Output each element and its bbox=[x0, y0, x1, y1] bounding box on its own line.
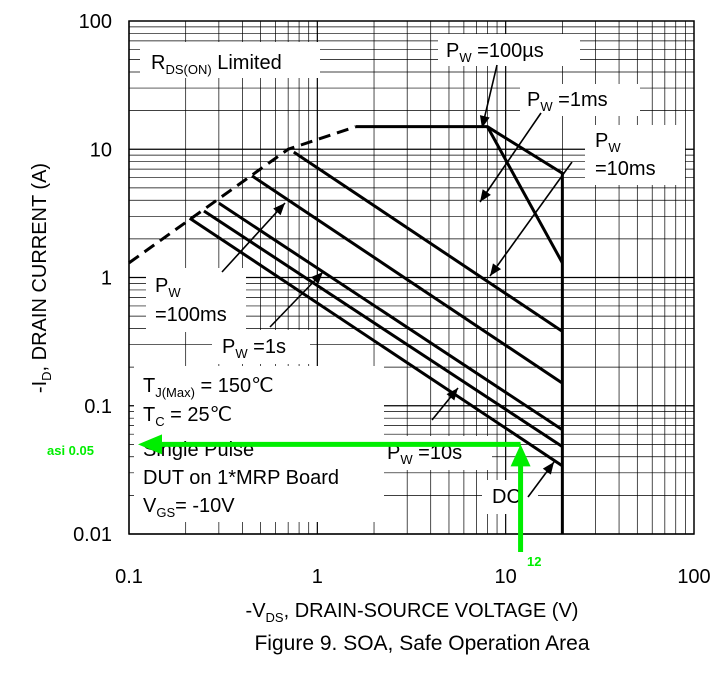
rdson-limited-label: RDS(ON) Limited bbox=[151, 52, 282, 77]
arrow-head bbox=[479, 115, 490, 128]
annotation-background bbox=[585, 125, 685, 185]
arrow-line bbox=[221, 202, 286, 273]
annotation-background bbox=[520, 84, 640, 116]
annotation-background bbox=[140, 42, 320, 78]
arrow-head bbox=[480, 189, 491, 202]
highlight-left-arrow bbox=[138, 434, 162, 455]
annotations: RDS(ON) Limited PW =100µs PW =1ms PW =10… bbox=[151, 40, 656, 508]
y-tick-label: 100 bbox=[79, 11, 112, 33]
green-highlight bbox=[138, 434, 531, 552]
arrow-head bbox=[446, 388, 458, 401]
x-tick-label: 1 bbox=[312, 566, 323, 588]
soa-curve bbox=[218, 201, 564, 431]
pw-100ms-label: PW bbox=[155, 275, 181, 300]
pw-10ms-label: PW bbox=[595, 130, 621, 155]
figure-caption: Figure 9. SOA, Safe Operation Area bbox=[254, 632, 589, 655]
pw-100ms-value: =100ms bbox=[155, 304, 227, 326]
highlight-y-label: asi 0.05 bbox=[47, 443, 94, 458]
arrow-head bbox=[490, 263, 502, 276]
arrow-line bbox=[489, 161, 573, 277]
x-tick-label: 100 bbox=[677, 566, 710, 588]
soa-curve bbox=[203, 209, 564, 448]
rdson-limit-curve bbox=[128, 125, 357, 265]
soa-curve bbox=[251, 174, 564, 385]
highlight-x-label: 12 bbox=[527, 554, 541, 569]
y-tick-label: 0.1 bbox=[84, 396, 112, 418]
soa-curve bbox=[292, 150, 564, 333]
y-tick-label: 0.01 bbox=[73, 524, 112, 546]
arrow-head bbox=[273, 203, 285, 216]
dc-label: DC bbox=[492, 486, 521, 508]
x-tick-label: 10 bbox=[495, 566, 517, 588]
arrow-head bbox=[542, 462, 554, 475]
pw-1s-label: PW =1s bbox=[222, 336, 286, 361]
soa-curve bbox=[355, 125, 564, 534]
soa-curve bbox=[188, 216, 564, 468]
y-axis-label: -ID, DRAIN CURRENT (A) bbox=[29, 163, 54, 393]
soa-curve bbox=[486, 125, 564, 264]
pw-10s-label: PW =10s bbox=[387, 442, 462, 467]
arrow-line bbox=[269, 271, 324, 328]
y-tick-label: 10 bbox=[90, 139, 112, 161]
soa-curves bbox=[188, 125, 564, 534]
x-tick-label: 0.1 bbox=[115, 566, 143, 588]
arrow-line bbox=[479, 112, 542, 203]
annotation-background bbox=[438, 34, 580, 66]
annotation-background bbox=[212, 330, 310, 364]
annotation-background bbox=[146, 268, 246, 332]
pw-100us-label: PW =100µs bbox=[446, 40, 544, 65]
vgs-label: VGS= -10V bbox=[143, 495, 235, 520]
x-axis-label: -VDS, DRAIN-SOURCE VOLTAGE (V) bbox=[246, 600, 579, 625]
dut-board-label: DUT on 1*MRP Board bbox=[143, 467, 339, 489]
highlight-up-arrow bbox=[510, 444, 531, 467]
tj-max-label: TJ(Max) = 150℃ bbox=[143, 375, 274, 400]
tc-label: TC = 25℃ bbox=[143, 404, 232, 429]
arrow-head bbox=[311, 272, 323, 285]
y-tick-label: 1 bbox=[101, 268, 112, 290]
pw-10ms-value: =10ms bbox=[595, 158, 656, 180]
annotation-background bbox=[380, 436, 492, 470]
annotation-arrows bbox=[221, 64, 573, 498]
pw-1ms-label: PW =1ms bbox=[527, 89, 608, 114]
rdson-limit-line bbox=[128, 125, 357, 265]
plot-frame bbox=[128, 20, 695, 535]
